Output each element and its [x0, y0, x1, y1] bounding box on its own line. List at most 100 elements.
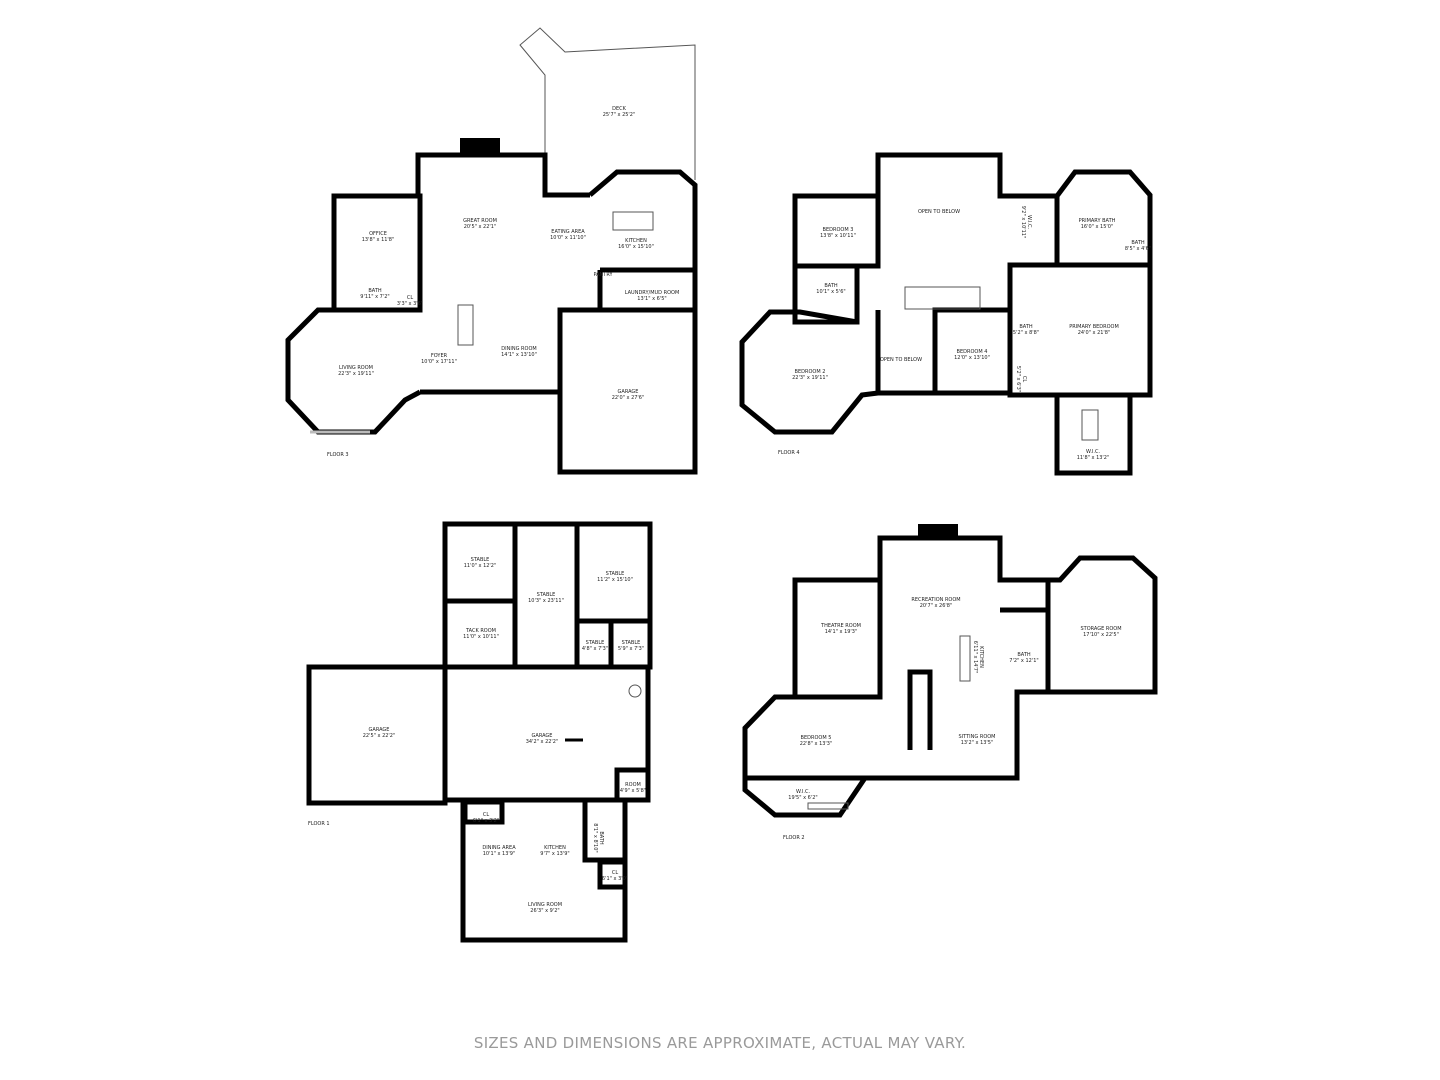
- bath-wall: [792, 263, 860, 325]
- disclaimer: SIZES AND DIMENSIONS ARE APPROXIMATE, AC…: [473, 1034, 967, 1052]
- room-name: BEDROOM 4: [956, 349, 988, 355]
- room-name: STORAGE ROOM: [1080, 626, 1122, 632]
- room-dims: 16'0" x 15'10": [618, 244, 654, 250]
- room-name: LIVING ROOM: [338, 365, 374, 371]
- room-dims: 6'1" x 3'2": [472, 818, 500, 824]
- room-dims: 8'5" x 4'6": [1124, 246, 1152, 252]
- floor-4-walls: [739, 152, 1153, 476]
- room-name: GARAGE: [531, 733, 553, 739]
- room-name: BEDROOM 2: [794, 369, 826, 375]
- stair-wall: [907, 669, 933, 750]
- room-dims: 10'0" x 11'10": [550, 235, 586, 241]
- room-label-open-to-below: OPEN TO BELOW: [918, 209, 960, 215]
- room-name: OPEN TO BELOW: [917, 209, 961, 215]
- room-label-open-to-below: OPEN TO BELOW: [880, 357, 922, 363]
- room-dims: 6'11" x 14'7": [972, 640, 978, 674]
- room-dims: 22'3" x 19'11": [338, 371, 374, 377]
- recreation-room-wall: [877, 535, 1048, 583]
- room-name: BEDROOM 5: [800, 735, 832, 741]
- fireplace-icon: [918, 524, 958, 539]
- room-name: W.I.C.: [795, 789, 811, 795]
- room-dims: 5'2" x 8'8": [1012, 330, 1040, 336]
- room-dims: 14'1" x 19'3": [824, 629, 858, 635]
- water-heater-icon: [628, 684, 642, 698]
- room-dims: 17'10" x 22'5": [1083, 632, 1119, 638]
- kitchen-island: [612, 211, 654, 231]
- room-wall: [614, 767, 651, 803]
- room-name: RECREATION ROOM: [911, 597, 961, 603]
- room-dims: 13'1" x 6'5": [637, 296, 667, 302]
- room-dims: 25'7" x 25'2": [602, 112, 636, 118]
- room-name: OPEN TO BELOW: [879, 357, 923, 363]
- room-dims: 10'0" x 17'11": [421, 359, 457, 365]
- room-name: DECK: [612, 106, 626, 112]
- room-dims: 9'11" x 7'2": [360, 294, 390, 300]
- room-dims: 16'0" x 15'0": [1080, 224, 1114, 230]
- room-label-wic: W.I.C.9'2" x 10'11": [1020, 206, 1032, 239]
- floor-3-walls: [285, 27, 698, 475]
- room-dims: 9'2" x 10'11": [1020, 205, 1026, 239]
- fireplace-icon: [460, 138, 500, 154]
- room-label-wic: W.I.C.19'5" x 6'2": [788, 789, 817, 801]
- room-name: DINING ROOM: [501, 346, 537, 352]
- room-dims: 8'1" x 8'10": [592, 823, 598, 853]
- open-to-below-wall: [875, 152, 1060, 265]
- floor-label: FLOOR 2: [783, 835, 805, 841]
- floor-label: FLOOR 4: [778, 450, 800, 456]
- primary-bath-wall: [1055, 169, 1153, 265]
- room-name: GARAGE: [617, 389, 639, 395]
- room-dims: 11'8" x 13'2": [1076, 455, 1110, 461]
- hall-wall: [875, 310, 1010, 396]
- bedroom-2-wall: [739, 309, 879, 435]
- room-name: BATH: [1131, 240, 1145, 246]
- room-name: ROOM: [625, 782, 641, 788]
- room-dims: 7'2" x 12'1": [1009, 658, 1039, 664]
- room-dims: 4'8" x 7'3": [581, 646, 609, 652]
- room-name: THEATRE ROOM: [821, 623, 861, 629]
- kitchen-wall: [588, 169, 698, 270]
- room-name: EATING AREA: [551, 229, 585, 235]
- room-dims: 10'1" x 5'6": [816, 289, 846, 295]
- room-name: BATH: [1019, 324, 1033, 330]
- room-dims: 3'3" x 3'6": [396, 301, 424, 307]
- stairs: [904, 286, 981, 310]
- room-name: KITCHEN: [544, 845, 566, 851]
- closet-wall: [597, 859, 628, 890]
- closet-wall: [462, 799, 505, 825]
- great-room-wall: [415, 152, 590, 198]
- floor-2-walls: [742, 524, 1158, 818]
- room-name: KITCHEN: [625, 238, 647, 244]
- room-name: GREAT ROOM: [463, 218, 497, 224]
- room-name: BATH: [368, 288, 382, 294]
- room-name: PRIMARY BEDROOM: [1069, 324, 1119, 330]
- room-dims: 20'7" x 26'8": [919, 603, 953, 609]
- room-dims: 5'9" x 7'3": [617, 646, 645, 652]
- room-name: CL: [406, 295, 414, 301]
- living-room-wall: [285, 307, 422, 435]
- room-name: STABLE: [621, 640, 641, 646]
- room-name: CL: [482, 812, 490, 818]
